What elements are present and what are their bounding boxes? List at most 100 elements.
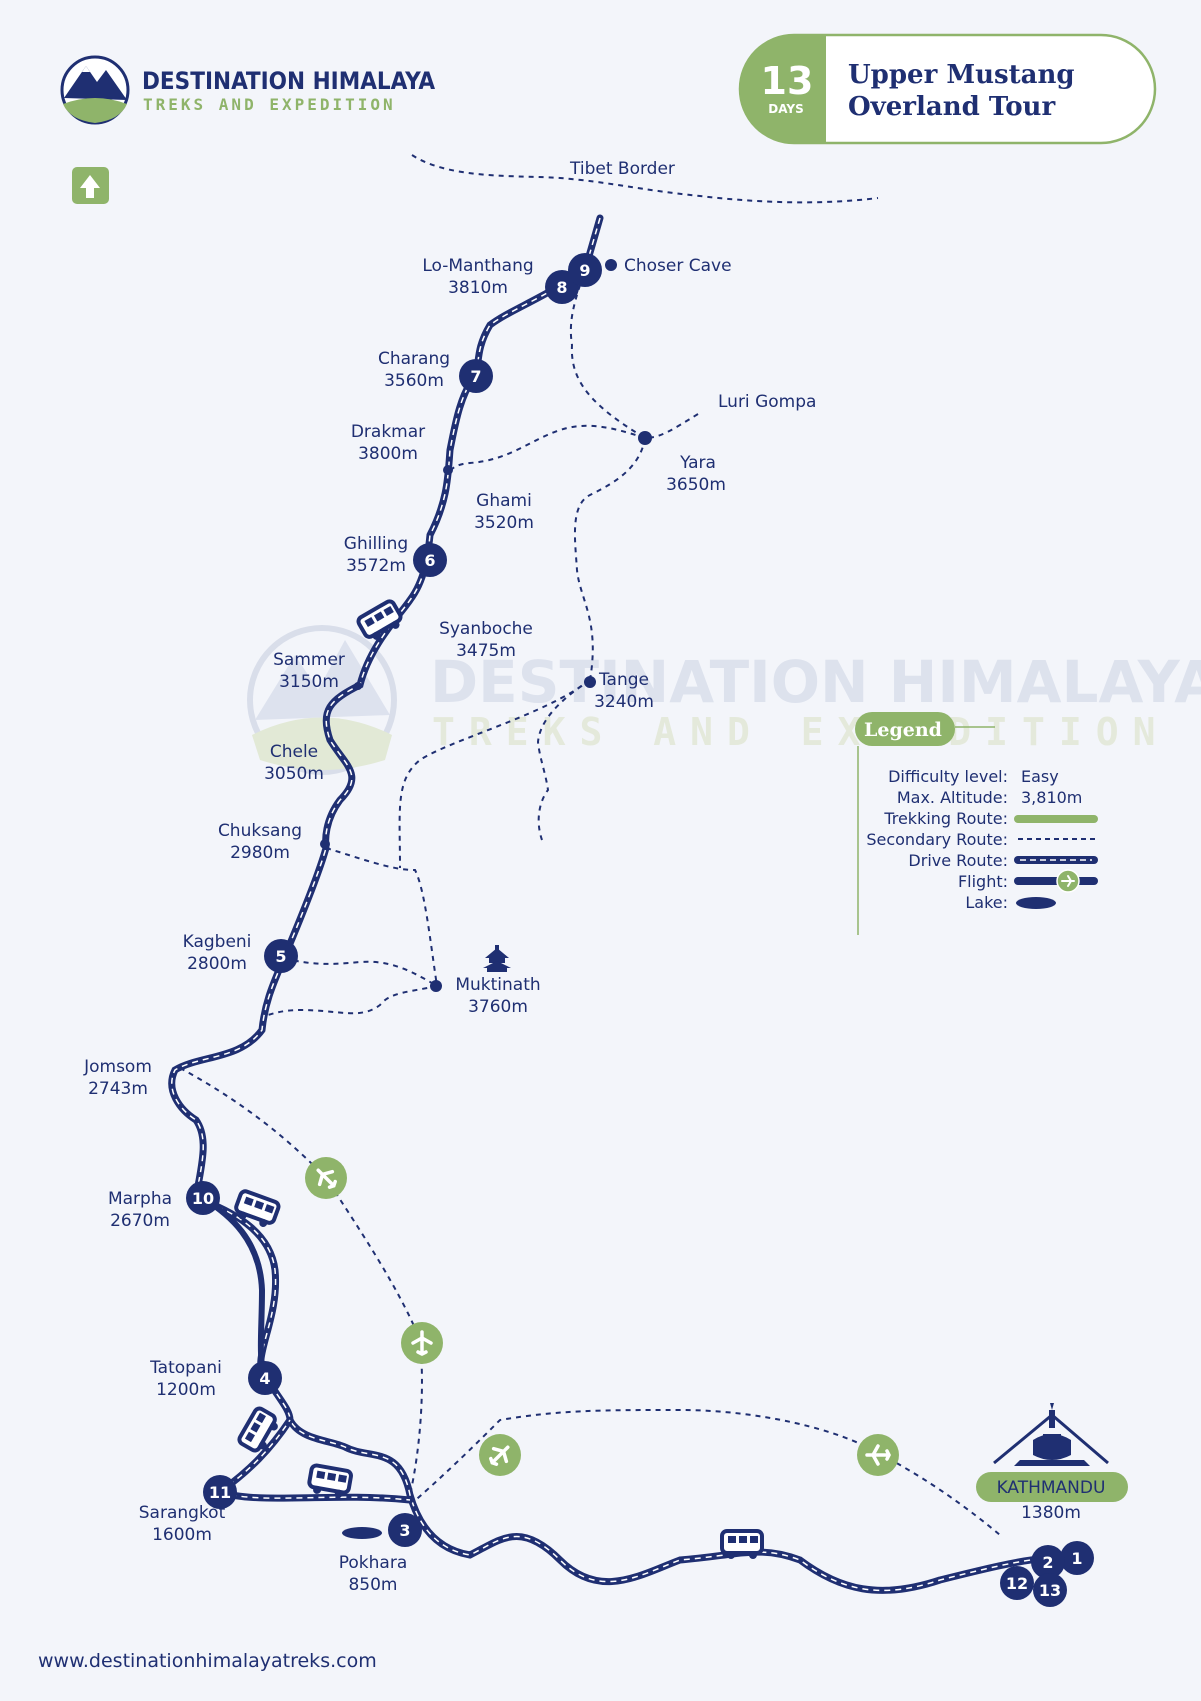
stop-number: 7 [470,367,481,386]
place-altitude: 1600m [152,1525,212,1545]
place-altitude: 3240m [594,692,654,712]
lake-icon [342,1527,382,1539]
temple-icon [483,945,511,972]
legend-altitude-label: Max. Altitude: [897,788,1008,807]
stop-number: 12 [1006,1574,1028,1593]
stop-number: 9 [579,261,590,280]
stop-marker: 7 [459,359,493,393]
legend-secondary-label: Secondary Route: [866,830,1008,849]
place-altitude: 3760m [468,997,528,1017]
place-altitude: 3520m [474,513,534,533]
place-altitude: 2980m [230,843,290,863]
brand-name: DESTINATION HIMALAYA [142,67,435,95]
place-altitude: 1200m [156,1380,216,1400]
stop-number: 3 [399,1521,410,1540]
tour-title-line2: Overland Tour [848,92,1055,122]
legend-drive-label: Drive Route: [908,851,1008,870]
place-name: Charang [378,349,450,369]
place-altitude: 3810m [448,278,508,298]
place-name: Jomsom [83,1057,152,1077]
stop-number: 5 [275,947,286,966]
place-name: Ghami [476,491,532,511]
stop-markers: 1 2 3 4 5 6 7 8 9 10 11 12 13 [186,253,1094,1607]
stop-marker: 13 [1033,1573,1067,1607]
place-altitude: 1380m [1021,1503,1081,1523]
stop-marker: 11 [203,1475,237,1509]
place-name: Tatopani [149,1358,222,1378]
place-name: Lo-Manthang [422,256,533,276]
stop-marker: 1 [1060,1541,1094,1575]
brand-tagline: TREKS AND EXPEDITION [143,95,396,114]
place-altitude: 2743m [88,1079,148,1099]
place-altitude: 2800m [187,954,247,974]
tibet-border [411,154,879,204]
plane-icon [857,1434,899,1476]
stop-marker: 4 [248,1361,282,1395]
north-arrow-icon [72,167,109,204]
place-labels: Lo-Manthang 3810m Choser Cave Charang 35… [83,256,1105,1595]
legend-lake-swatch [1016,897,1056,909]
place-altitude: 3050m [264,764,324,784]
place-altitude: 3150m [279,672,339,692]
place-name: Kagbeni [183,932,252,952]
legend-lake-label: Lake: [965,893,1008,912]
watermark: DESTINATION HIMALAYA TREKS AND EXPEDITIO… [247,625,1201,775]
place-name: Choser Cave [624,256,732,276]
place-name: Yara [679,453,716,473]
place-name: Pokhara [339,1553,408,1573]
website-url: www.destinationhimalayatreks.com [38,1650,377,1672]
tibet-border-label: Tibet Border [569,159,675,179]
stop-number: 8 [556,278,567,297]
kathmandu-badge [976,1472,1128,1502]
place-name: Chele [270,742,318,762]
legend: Legend Difficulty level: Easy Max. Altit… [855,712,1098,935]
stop-marker: 12 [1000,1566,1034,1600]
plane-icon [1056,869,1080,893]
place-name: Sammer [273,650,345,670]
legend-altitude-value: 3,810m [1021,788,1082,807]
place-altitude: 3800m [358,444,418,464]
stop-marker: 2 [1031,1545,1065,1579]
place-name: KATHMANDU [997,1478,1106,1498]
legend-title: Legend [864,719,942,741]
legend-difficulty-value: Easy [1021,767,1059,786]
stop-marker: 10 [186,1181,220,1215]
stop-number: 13 [1039,1581,1061,1600]
stop-number: 2 [1042,1553,1053,1572]
stop-marker: 5 [264,939,298,973]
stop-number: 6 [424,551,435,570]
place-name: Marpha [108,1189,172,1209]
bus-icon [237,1406,278,1453]
days-label: DAYS [768,102,803,116]
place-altitude: 3572m [346,556,406,576]
place-altitude: 3560m [384,371,444,391]
stupa-icon [993,1403,1109,1466]
brand-logo: DESTINATION HIMALAYA TREKS AND EXPEDITIO… [60,55,435,125]
days-number: 13 [761,59,814,103]
watermark-title: DESTINATION HIMALAYA [430,648,1201,716]
secondary-routes [179,217,1001,1536]
legend-flight-label: Flight: [958,872,1008,891]
bus-icon [307,1463,353,1498]
plane-icon [305,1157,347,1199]
place-name: Drakmar [351,422,425,442]
legend-difficulty-label: Difficulty level: [888,767,1008,786]
stop-marker: 9 [568,253,602,287]
place-name: Muktinath [455,975,540,995]
place-name: Luri Gompa [718,392,816,412]
place-name: Chuksang [218,821,302,841]
stop-number: 1 [1071,1549,1082,1568]
mountain-logo-icon [60,55,130,125]
bus-icon [720,1529,764,1559]
watermark-subtitle: TREKS AND EXPEDITION [432,710,1170,754]
drive-route [168,214,1052,1594]
bus-icon [356,599,403,640]
place-name: Syanboche [439,619,533,639]
stop-marker: 6 [413,543,447,577]
plane-icon [401,1322,443,1364]
place-name: Tange [598,670,649,690]
stop-marker: 3 [388,1513,422,1547]
place-altitude: 850m [348,1575,397,1595]
place-dots [320,259,652,992]
